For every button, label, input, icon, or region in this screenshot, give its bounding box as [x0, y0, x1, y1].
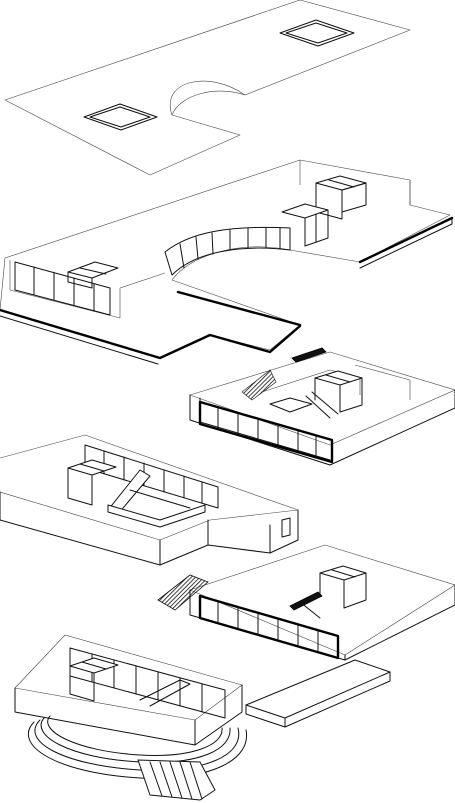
ground-curved-steps — [27, 715, 248, 779]
upper-curved-glazing — [164, 226, 291, 276]
layer-level-3 — [0, 434, 299, 566]
level4-glazing — [198, 594, 340, 660]
upper-balcony-edge — [176, 290, 302, 327]
upper-core-left — [67, 261, 119, 289]
level3-glazing — [84, 444, 219, 509]
level2-top — [189, 351, 455, 446]
roof-curve — [171, 90, 246, 116]
upper-core-right — [281, 175, 367, 247]
layer-level-2 — [189, 347, 455, 466]
layer-ground-level — [14, 634, 391, 801]
roof-outline — [4, 0, 411, 176]
level4-top — [189, 544, 455, 656]
level3-core — [67, 459, 117, 506]
ground-top — [14, 634, 243, 721]
layer-upper-level — [0, 159, 454, 365]
skylight-upper — [279, 19, 355, 47]
level4-core — [319, 565, 367, 609]
level2-core — [305, 370, 363, 419]
skylight-lower — [83, 103, 158, 131]
level2-glazing — [198, 400, 334, 464]
level4-stair-inner — [289, 591, 323, 611]
upper-slab-edge-front — [0, 308, 302, 360]
level4-stair-hatch — [157, 574, 209, 611]
layer-roof — [4, 0, 411, 176]
ground-platform — [245, 659, 391, 719]
layer-level-4 — [157, 544, 455, 661]
level3-top — [0, 434, 299, 541]
upper-left-glazing — [14, 261, 111, 316]
level2-stair — [291, 347, 327, 363]
ground-core — [69, 657, 119, 702]
upper-slab-top — [0, 159, 451, 359]
upper-slab-edge-right — [358, 216, 454, 264]
